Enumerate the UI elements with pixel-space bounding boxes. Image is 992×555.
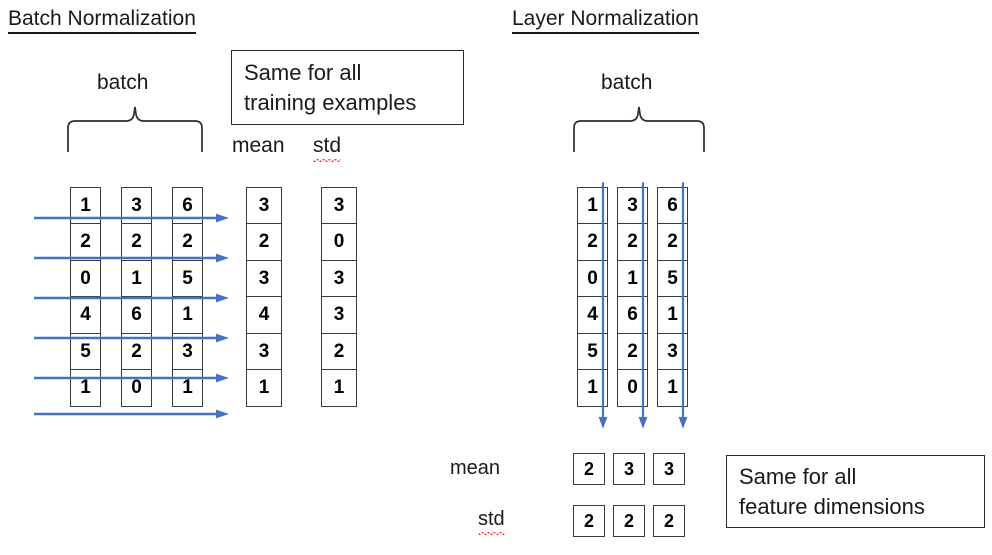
matrix-cell: 1: [121, 259, 152, 298]
right-batch-brace: [573, 106, 705, 152]
matrix-cell: 0: [121, 369, 152, 408]
std-cell: 3: [321, 296, 357, 335]
matrix-cell: 5: [172, 259, 203, 298]
right-matrix-column-2: 6 2 5 1 3 1: [657, 187, 688, 408]
right-panel-title: Layer Normalization: [512, 6, 699, 34]
right-mean-cell: 3: [653, 453, 685, 485]
mean-cell: 1: [246, 369, 282, 408]
left-mean-column: 3 2 3 4 3 1: [246, 187, 282, 408]
matrix-cell: 3: [172, 332, 203, 371]
matrix-cell: 1: [172, 369, 203, 408]
matrix-cell: 1: [617, 259, 648, 298]
matrix-cell: 3: [121, 187, 152, 225]
std-cell: 0: [321, 223, 357, 262]
matrix-cell: 1: [577, 369, 608, 408]
matrix-cell: 4: [70, 296, 101, 335]
matrix-cell: 3: [617, 187, 648, 225]
left-mean-label: mean: [232, 134, 285, 157]
left-panel-title: Batch Normalization: [8, 6, 196, 34]
right-mean-cell: 2: [573, 453, 605, 485]
right-mean-cell: 3: [613, 453, 645, 485]
left-std-label: std: [313, 134, 342, 162]
right-std-label-text: std: [478, 508, 505, 535]
std-cell: 3: [321, 187, 357, 225]
left-std-column: 3 0 3 3 2 1: [321, 187, 357, 408]
matrix-cell: 0: [70, 259, 101, 298]
matrix-cell: 2: [577, 223, 608, 262]
left-std-label-text: std: [313, 134, 342, 162]
std-cell: 3: [321, 259, 357, 298]
matrix-cell: 2: [617, 332, 648, 371]
right-callout-box: Same for all feature dimensions: [726, 455, 985, 528]
std-cell: 1: [321, 369, 357, 408]
matrix-cell: 3: [657, 332, 688, 371]
left-callout-line-1: Same for all: [244, 59, 362, 85]
left-batch-brace: [67, 106, 203, 152]
matrix-cell: 1: [70, 369, 101, 408]
mean-cell: 3: [246, 187, 282, 225]
mean-cell: 4: [246, 296, 282, 335]
matrix-cell: 5: [577, 332, 608, 371]
matrix-cell: 1: [657, 369, 688, 408]
matrix-cell: 1: [577, 187, 608, 225]
matrix-cell: 1: [70, 187, 101, 225]
right-std-cell: 2: [653, 505, 685, 537]
right-matrix-column-0: 1 2 0 4 5 1: [577, 187, 608, 408]
matrix-cell: 1: [172, 296, 203, 335]
right-callout-line-2: feature dimensions: [739, 493, 925, 519]
matrix-cell: 2: [121, 332, 152, 371]
matrix-cell: 5: [657, 259, 688, 298]
matrix-cell: 6: [617, 296, 648, 335]
matrix-cell: 6: [172, 187, 203, 225]
mean-cell: 2: [246, 223, 282, 262]
matrix-cell: 4: [577, 296, 608, 335]
row-arrow-right-icon: [34, 409, 229, 419]
matrix-cell: 6: [657, 187, 688, 225]
right-std-label: std: [478, 508, 505, 535]
mean-cell: 3: [246, 259, 282, 298]
matrix-cell: 0: [617, 369, 648, 408]
matrix-cell: 6: [121, 296, 152, 335]
right-callout-line-1: Same for all: [739, 463, 857, 489]
std-cell: 2: [321, 332, 357, 371]
right-std-cell: 2: [613, 505, 645, 537]
left-batch-label: batch: [97, 71, 149, 94]
matrix-cell: 0: [577, 259, 608, 298]
left-callout-line-2: training examples: [244, 89, 417, 115]
matrix-cell: 2: [172, 223, 203, 262]
matrix-cell: 2: [70, 223, 101, 262]
right-mean-label: mean: [450, 457, 501, 479]
left-matrix-column-2: 6 2 5 1 3 1: [172, 187, 203, 408]
matrix-cell: 2: [617, 223, 648, 262]
matrix-cell: 2: [657, 223, 688, 262]
right-batch-label: batch: [601, 71, 653, 94]
matrix-cell: 1: [657, 296, 688, 335]
right-std-cell: 2: [573, 505, 605, 537]
right-matrix-column-1: 3 2 1 6 2 0: [617, 187, 648, 408]
left-matrix-column-0: 1 2 0 4 5 1: [70, 187, 101, 408]
matrix-cell: 2: [121, 223, 152, 262]
matrix-cell: 5: [70, 332, 101, 371]
left-callout-box: Same for all training examples: [231, 50, 464, 125]
left-matrix-column-1: 3 2 1 6 2 0: [121, 187, 152, 408]
mean-cell: 3: [246, 332, 282, 371]
